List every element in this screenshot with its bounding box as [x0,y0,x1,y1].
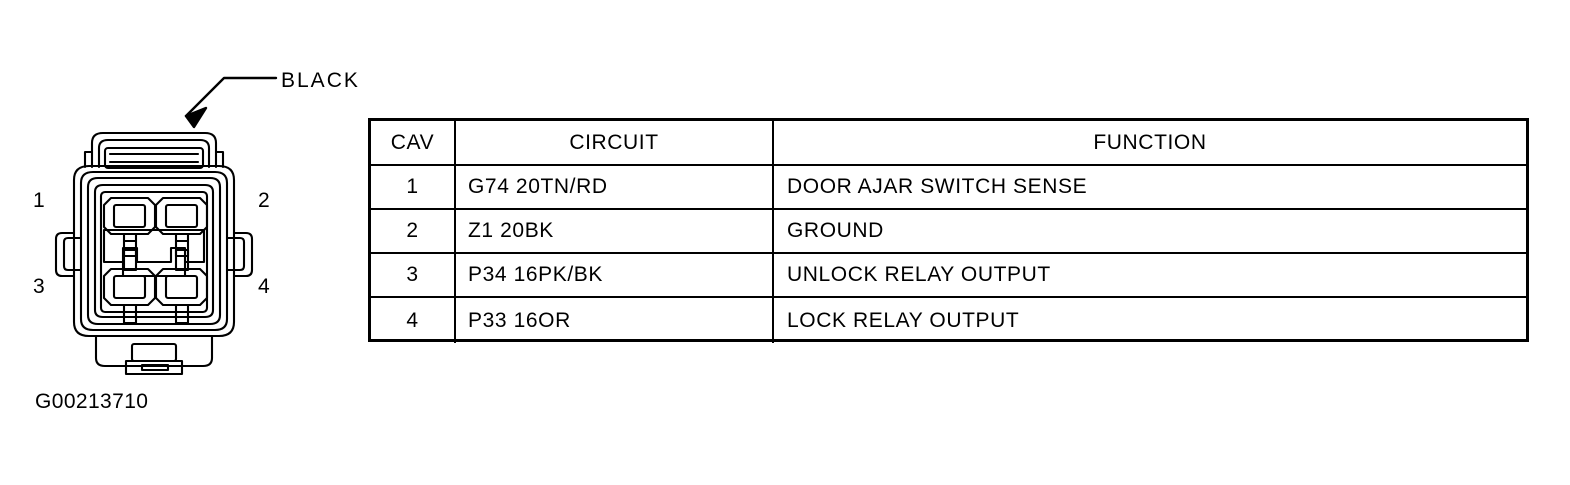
column-header-circuit: CIRCUIT [456,121,774,164]
table-row: 2 Z1 20BK GROUND [371,210,1526,254]
cell-cav: 3 [371,254,456,296]
cell-circuit: P34 16PK/BK [456,254,774,296]
cavity-number-3: 3 [33,275,45,298]
arrow-leader-icon [184,76,278,129]
pinout-table: CAV CIRCUIT FUNCTION 1 G74 20TN/RD DOOR … [368,118,1529,343]
cavity-2 [154,196,209,258]
cavity-1 [102,196,157,258]
cell-function: DOOR AJAR SWITCH SENSE [787,175,1088,198]
connector-figure: BLACK 1 2 3 4 G00213710 [0,0,360,430]
cell-cav: 4 [371,298,456,343]
cell-function: UNLOCK RELAY OUTPUT [787,263,1051,286]
cavity-number-4: 4 [258,275,270,298]
cell-circuit: P33 16OR [456,298,774,343]
cavity-3 [102,248,157,325]
table-row: 3 P34 16PK/BK UNLOCK RELAY OUTPUT [371,254,1526,298]
connector-color-callout: BLACK [281,69,360,92]
cell-circuit: Z1 20BK [456,210,774,252]
table-row: 4 P33 16OR LOCK RELAY OUTPUT [371,298,1526,343]
cell-function: LOCK RELAY OUTPUT [787,308,1020,332]
cell-cav: 1 [371,166,456,208]
figure-id-label: G00213710 [35,390,149,413]
table-header-row: CAV CIRCUIT FUNCTION [371,121,1526,166]
table-row: 1 G74 20TN/RD DOOR AJAR SWITCH SENSE [371,166,1526,210]
cavity-number-2: 2 [258,189,270,212]
cavity-4 [154,248,209,325]
column-header-cav: CAV [371,121,456,164]
cavity-number-1: 1 [33,189,45,212]
connector-illustration [54,76,278,376]
cell-cav: 2 [371,210,456,252]
column-header-function: FUNCTION [1093,130,1207,154]
cell-function: GROUND [787,219,884,242]
cell-circuit: G74 20TN/RD [456,166,774,208]
